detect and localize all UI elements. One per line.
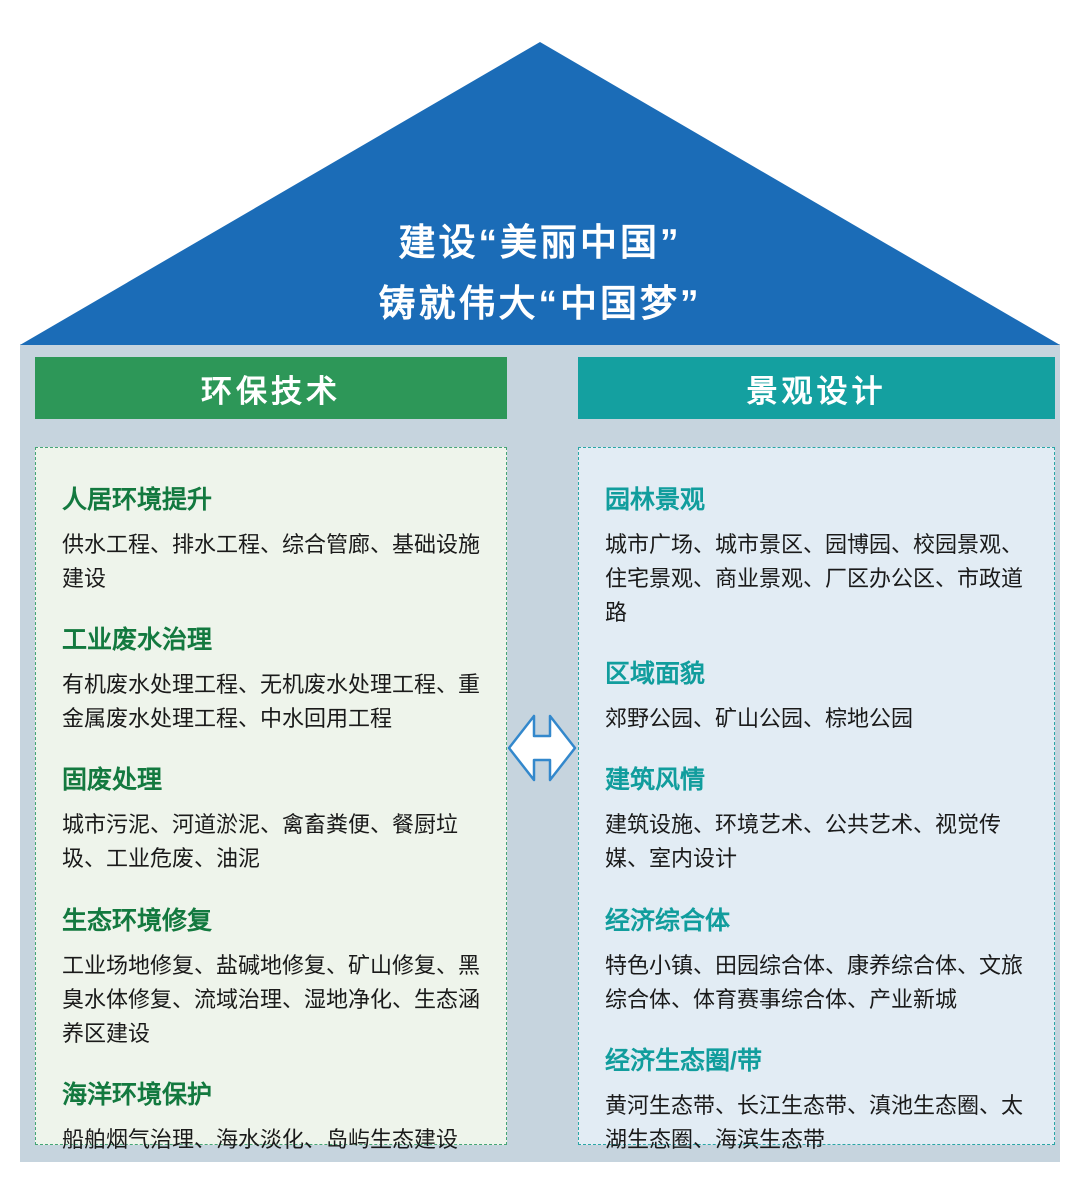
section: 经济综合体 特色小镇、田园综合体、康养综合体、文旅综合体、体育赛事综合体、产业新… <box>605 901 1028 1017</box>
section: 园林景观 城市广场、城市景区、园博园、校园景观、住宅景观、商业景观、厂区办公区、… <box>605 480 1028 630</box>
section-heading: 工业废水治理 <box>62 626 213 655</box>
right-panel-header: 景观设计 <box>578 357 1055 419</box>
section-body: 黄河生态带、长江生态带、滇池生态圈、太湖生态圈、海滨生态带 <box>605 1092 1024 1152</box>
section-heading: 经济生态圈/带 <box>605 1046 762 1075</box>
roof-title-line2: 铸就伟大“中国梦” <box>378 283 702 325</box>
section: 工业废水治理 有机废水处理工程、无机废水处理工程、重金属废水处理工程、中水回用工… <box>62 620 480 736</box>
left-panel-title: 环保技术 <box>201 373 341 409</box>
section-heading: 生态环境修复 <box>62 906 213 935</box>
section: 海洋环境保护 船舶烟气治理、海水淡化、岛屿生态建设 <box>62 1075 480 1157</box>
left-panel-body: 人居环境提升 供水工程、排水工程、综合管廊、基础设施建设 工业废水治理 有机废水… <box>35 447 507 1152</box>
section: 经济生态圈/带 黄河生态带、长江生态带、滇池生态圈、太湖生态圈、海滨生态带 <box>605 1041 1028 1157</box>
section-heading: 固废处理 <box>62 766 163 795</box>
section-body: 特色小镇、田园综合体、康养综合体、文旅综合体、体育赛事综合体、产业新城 <box>605 952 1024 1012</box>
section-body: 有机废水处理工程、无机废水处理工程、重金属废水处理工程、中水回用工程 <box>62 672 481 732</box>
section: 建筑风情 建筑设施、环境艺术、公共艺术、视觉传媒、室内设计 <box>605 760 1028 876</box>
section-body: 城市污泥、河道淤泥、禽畜粪便、餐厨垃圾、工业危废、油泥 <box>62 812 459 872</box>
section-body: 工业场地修复、盐碱地修复、矿山修复、黑臭水体修复、流域治理、湿地净化、生态涵养区… <box>62 952 481 1046</box>
roof-shape <box>20 42 1060 345</box>
roof-title-line1: 建设“美丽中国” <box>398 222 682 263</box>
double-arrow-shape <box>507 714 577 782</box>
roof-triangle: 建设“美丽中国” 铸就伟大“中国梦” <box>20 42 1060 345</box>
section: 区域面貌 郊野公园、矿山公园、棕地公园 <box>605 654 1028 736</box>
section-heading: 经济综合体 <box>605 906 731 935</box>
section-heading: 园林景观 <box>605 486 706 514</box>
section-heading: 建筑风情 <box>605 766 706 795</box>
section-body: 船舶烟气治理、海水淡化、岛屿生态建设 <box>62 1126 459 1152</box>
left-panel-header: 环保技术 <box>35 357 507 419</box>
section-heading: 海洋环境保护 <box>62 1080 213 1109</box>
section: 固废处理 城市污泥、河道淤泥、禽畜粪便、餐厨垃圾、工业危废、油泥 <box>62 760 480 876</box>
double-horizontal-arrow-icon <box>506 702 578 794</box>
section-heading: 人居环境提升 <box>62 486 213 514</box>
right-panel-title: 景观设计 <box>746 373 887 409</box>
section-body: 建筑设施、环境艺术、公共艺术、视觉传媒、室内设计 <box>605 812 1002 872</box>
section-body: 郊野公园、矿山公园、棕地公园 <box>605 706 914 732</box>
section-body: 城市广场、城市景区、园博园、校园景观、住宅景观、商业景观、厂区办公区、市政道路 <box>605 532 1024 626</box>
section: 人居环境提升 供水工程、排水工程、综合管廊、基础设施建设 <box>62 480 480 596</box>
right-panel-body: 园林景观 城市广场、城市景区、园博园、校园景观、住宅景观、商业景观、厂区办公区、… <box>578 447 1055 1152</box>
roof-title: 建设“美丽中国” 铸就伟大“中国梦” <box>20 212 1060 334</box>
section-heading: 区域面貌 <box>605 660 706 689</box>
section: 生态环境修复 工业场地修复、盐碱地修复、矿山修复、黑臭水体修复、流域治理、湿地净… <box>62 901 480 1051</box>
section-body: 供水工程、排水工程、综合管廊、基础设施建设 <box>62 532 481 592</box>
